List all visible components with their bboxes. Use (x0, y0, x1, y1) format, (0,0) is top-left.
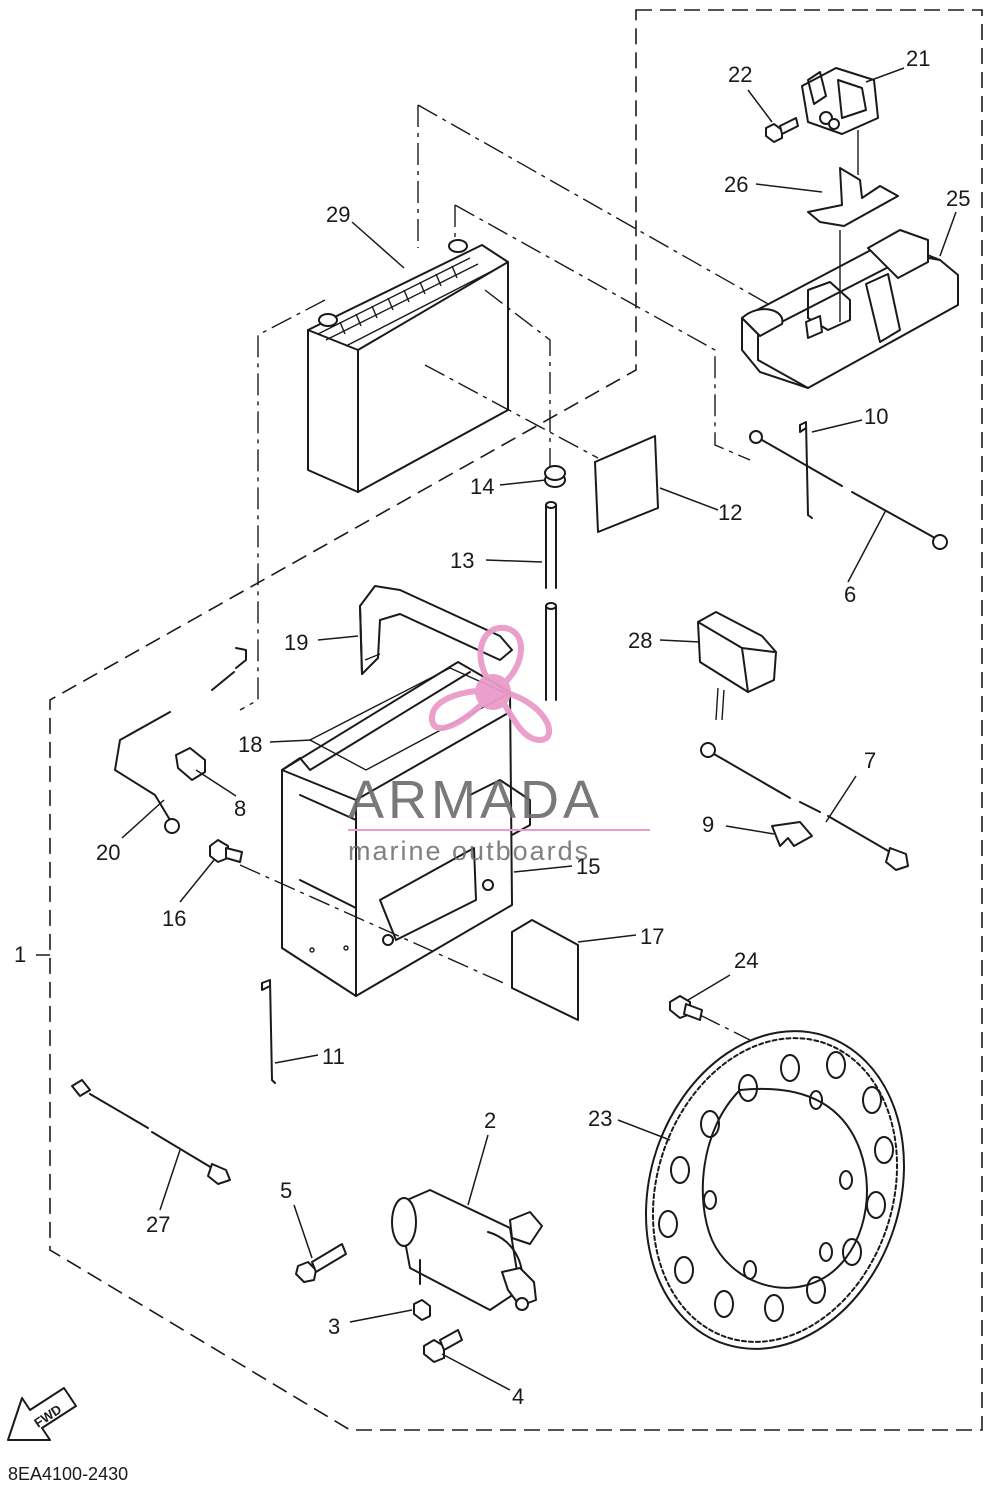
starter-relay-21[interactable] (801, 67, 879, 175)
callout-7: 7 (864, 748, 876, 773)
callout-20: 20 (96, 840, 120, 865)
clip-14[interactable] (544, 465, 566, 488)
callout-23: 23 (588, 1106, 612, 1131)
callout-14: 14 (470, 474, 494, 499)
bracket-26[interactable] (807, 167, 899, 322)
forward-arrow-icon: FWD (7, 1387, 77, 1441)
band-10[interactable] (799, 421, 813, 519)
callout-26: 26 (724, 172, 748, 197)
fuse-28[interactable] (697, 611, 777, 721)
callout-18: 18 (238, 732, 262, 757)
callout-19: 19 (284, 630, 308, 655)
callout-numbers: 1 2 3 4 5 6 7 8 9 10 11 12 13 14 15 16 1… (14, 46, 970, 1409)
callout-24: 24 (734, 948, 758, 973)
watermark-tagline: marine outboards (348, 836, 590, 866)
callout-16: 16 (162, 906, 186, 931)
callout-28: 28 (628, 628, 652, 653)
lead-27[interactable] (71, 1079, 231, 1185)
connector-8[interactable] (175, 747, 206, 781)
diagram-code: 8EA4100-2430 (8, 1464, 128, 1484)
rectifier-regulator-25[interactable] (741, 229, 959, 389)
ring-gear-23[interactable] (606, 997, 944, 1382)
callout-9: 9 (702, 812, 714, 837)
battery-band-19[interactable] (359, 585, 513, 675)
connector-line (699, 1014, 771, 1051)
lead-wire-20[interactable] (114, 647, 247, 834)
bolt-5[interactable] (295, 1243, 347, 1283)
leader-lines (36, 67, 957, 1391)
connector-line (424, 364, 599, 459)
callout-25: 25 (946, 186, 970, 211)
callout-5: 5 (280, 1178, 292, 1203)
connector-line (239, 299, 326, 711)
callout-17: 17 (640, 924, 664, 949)
callout-11: 11 (322, 1044, 345, 1069)
callout-1: 1 (14, 942, 26, 967)
lead-7[interactable] (700, 742, 909, 871)
starter-motor-2[interactable] (391, 1189, 543, 1311)
bolt-16[interactable] (209, 839, 243, 863)
callout-21: 21 (906, 46, 930, 71)
callout-12: 12 (718, 500, 742, 525)
callout-3: 3 (328, 1314, 340, 1339)
breather-pipe-13[interactable] (545, 501, 557, 701)
battery-pad-12[interactable] (594, 435, 659, 533)
callout-27: 27 (146, 1212, 170, 1237)
callout-4: 4 (512, 1384, 524, 1409)
callout-13: 13 (450, 548, 474, 573)
watermark-logo-icon (428, 624, 553, 744)
callout-8: 8 (234, 796, 246, 821)
holder-11[interactable] (261, 979, 276, 1084)
battery-lead-6[interactable] (749, 430, 948, 550)
plate-17[interactable] (511, 919, 579, 1021)
callout-10: 10 (864, 404, 888, 429)
bolt-24[interactable] (669, 995, 703, 1021)
callout-15: 15 (576, 854, 600, 879)
bolt-22[interactable] (765, 117, 799, 143)
watermark-brand: ARMADA (348, 770, 603, 830)
connector-line (417, 104, 771, 306)
connector-line (484, 289, 551, 470)
clamp-9[interactable] (771, 821, 813, 847)
battery-29[interactable] (307, 239, 509, 493)
callout-29: 29 (326, 202, 350, 227)
nut-3[interactable] (413, 1299, 431, 1321)
connector-line (239, 864, 509, 986)
connector-line (454, 204, 751, 461)
callout-6: 6 (844, 582, 856, 607)
bolt-4[interactable] (423, 1329, 463, 1363)
callout-2: 2 (484, 1108, 496, 1133)
callout-22: 22 (728, 62, 752, 87)
assembly-boundary (49, 9, 983, 1431)
